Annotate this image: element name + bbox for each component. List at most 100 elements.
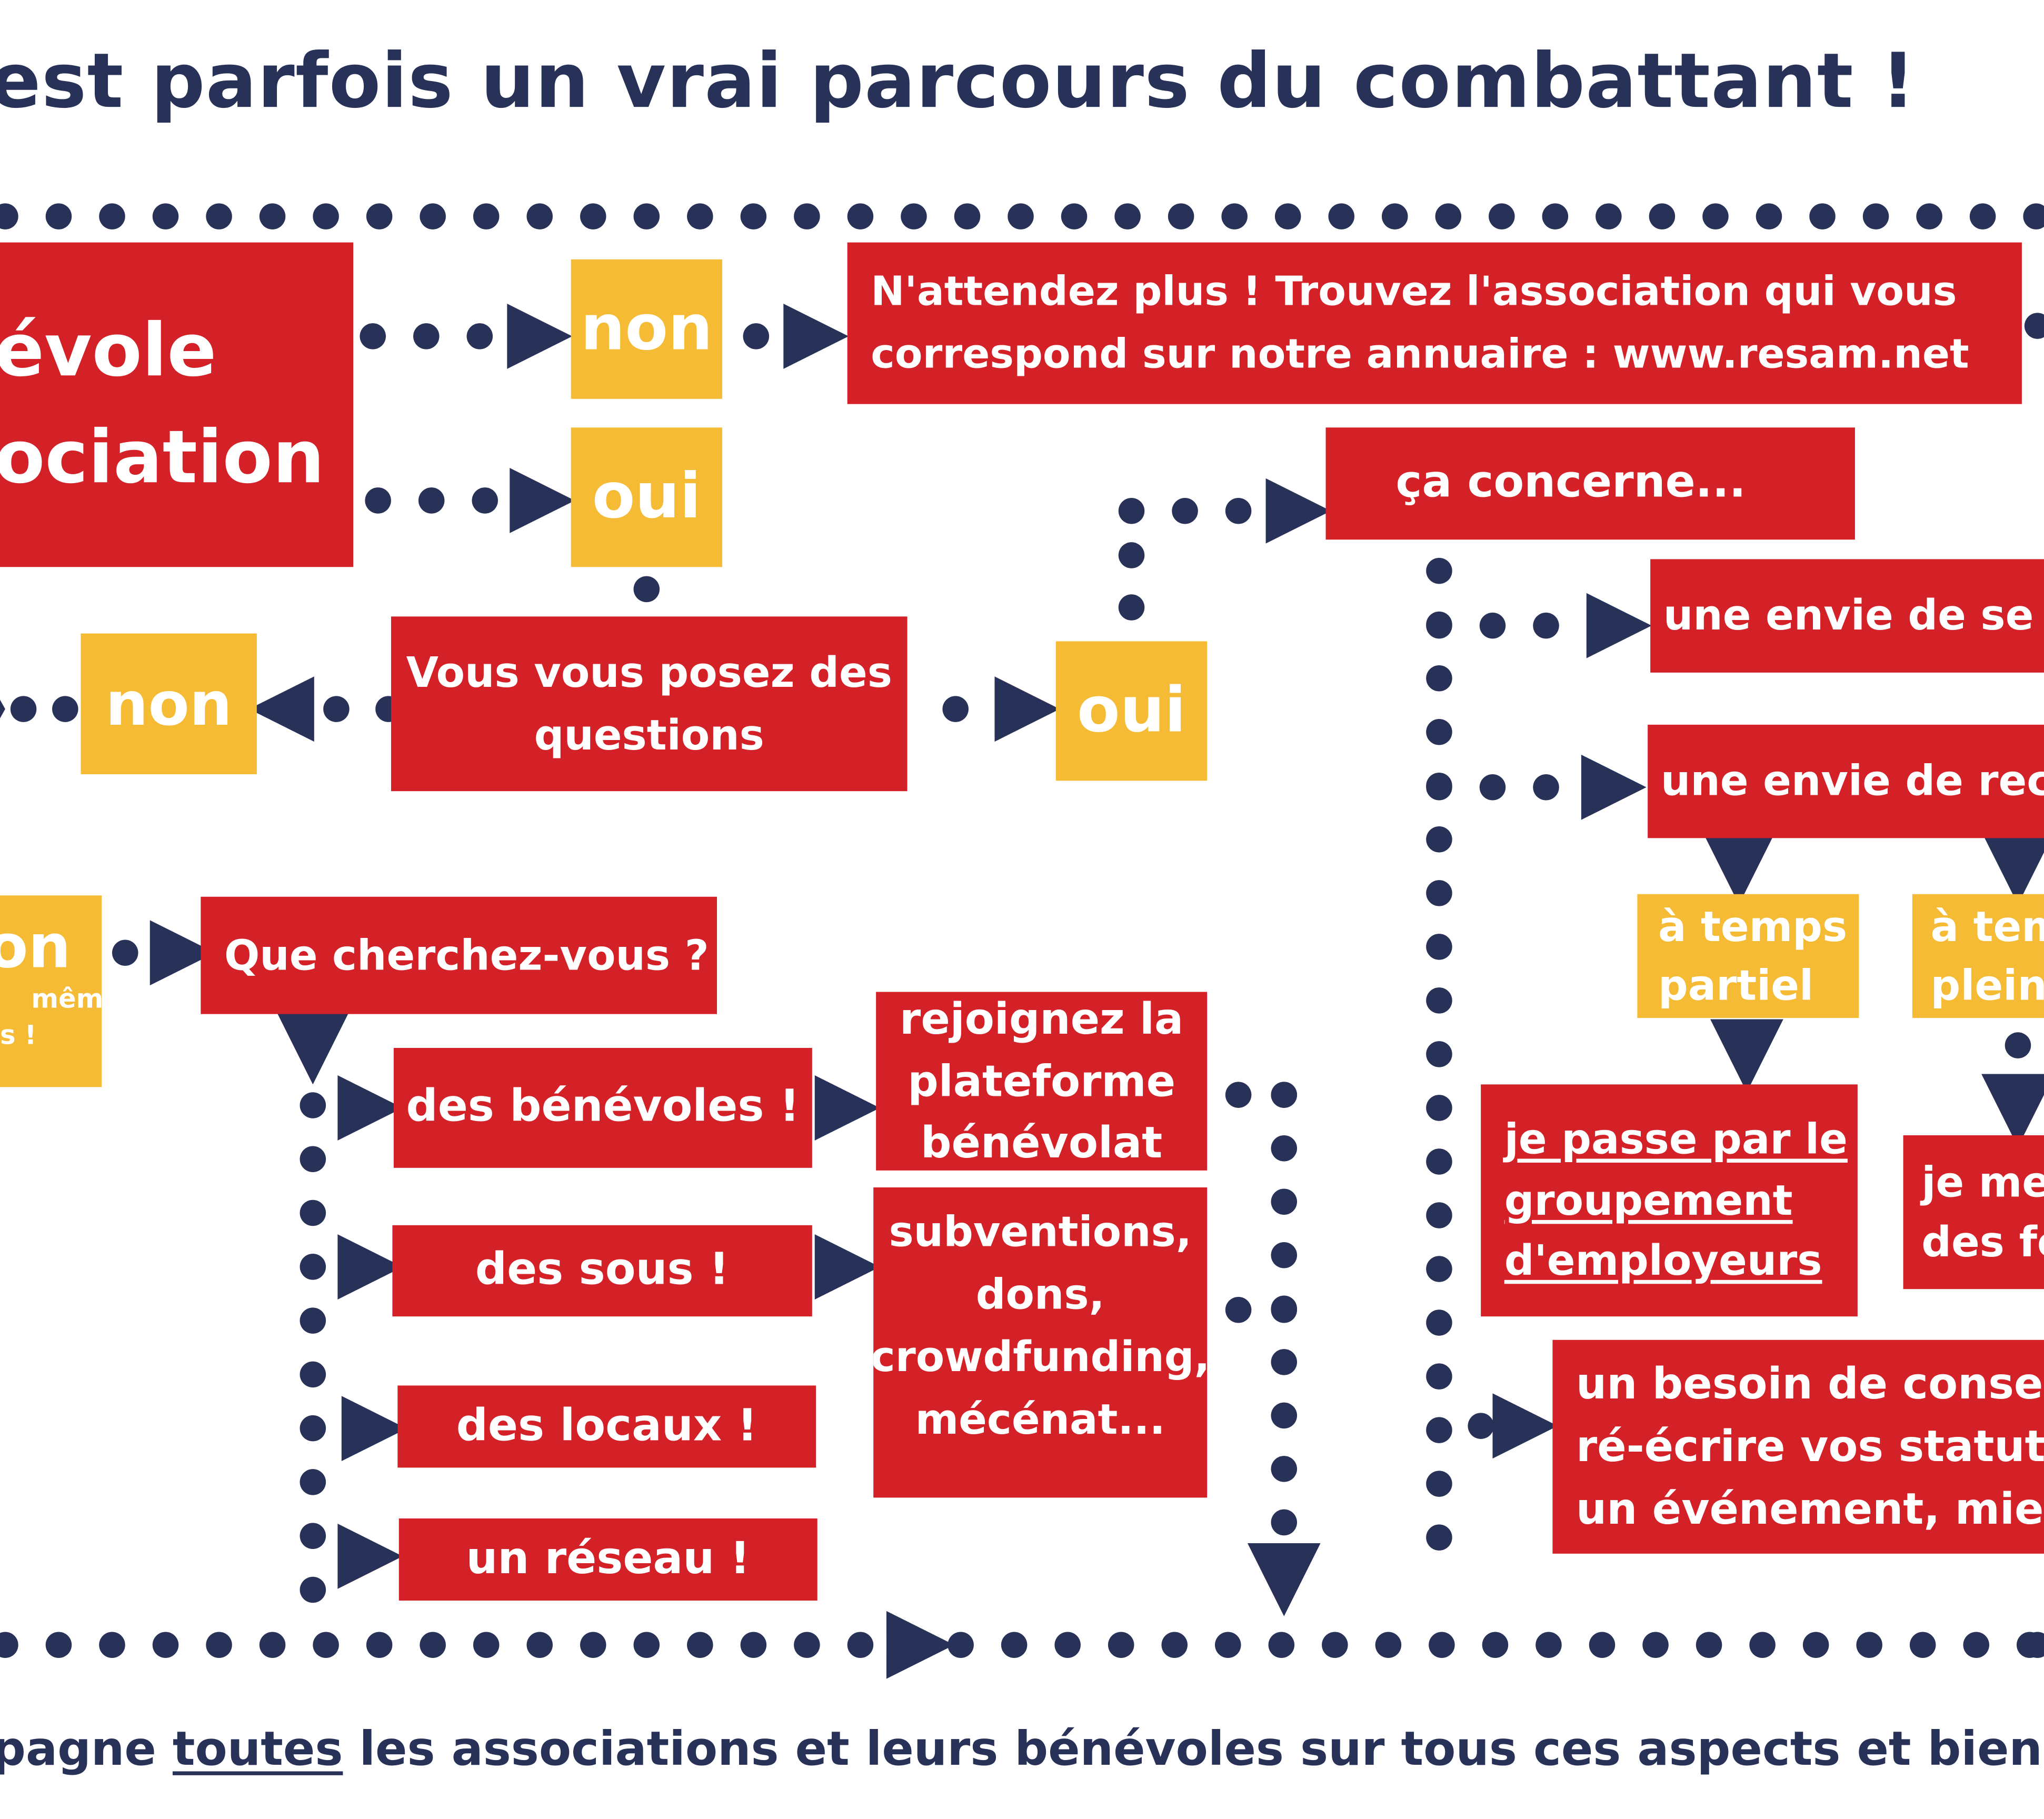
connector-dot bbox=[1533, 774, 1559, 801]
connector-dot bbox=[1479, 612, 1506, 639]
connector-dot bbox=[473, 203, 500, 229]
envie-box-2: une envie de rec bbox=[1648, 724, 2044, 838]
connector-dot bbox=[1856, 1632, 1882, 1658]
connector-dot bbox=[1589, 1632, 1616, 1658]
plateforme-box: rejoignez la plateforme bénévolat bbox=[876, 992, 1208, 1171]
connector-dot bbox=[847, 203, 874, 229]
connector-dot bbox=[313, 203, 339, 229]
connector-dot bbox=[1426, 880, 1452, 906]
connector-dot bbox=[1271, 1297, 1298, 1323]
connector-dot bbox=[1429, 1632, 1455, 1658]
connector-dot bbox=[954, 203, 981, 229]
connector-dot bbox=[1268, 1632, 1295, 1658]
connector-dot bbox=[1702, 203, 1729, 229]
connector-dot bbox=[1271, 1509, 1298, 1536]
connector-dot bbox=[1802, 1632, 1829, 1658]
connector-dot bbox=[300, 1523, 326, 1549]
connector-dot bbox=[1225, 1082, 1252, 1108]
connector-arrow bbox=[1586, 593, 1652, 658]
connector-dot bbox=[2023, 203, 2044, 229]
connector-dot bbox=[1274, 203, 1301, 229]
connector-dot bbox=[1749, 1632, 1776, 1658]
main-question-box: évole ociation bbox=[0, 242, 354, 567]
answer-non-mid: non bbox=[81, 633, 257, 774]
connector-arrow bbox=[0, 699, 5, 718]
connector-arrow bbox=[814, 1075, 880, 1141]
connector-dot bbox=[418, 487, 445, 514]
connector-dot bbox=[300, 1415, 326, 1442]
connector-dot bbox=[1225, 497, 1252, 524]
connector-dot bbox=[2024, 313, 2044, 339]
envie-box-1: une envie de se f bbox=[1650, 559, 2044, 673]
connector-dot bbox=[1649, 203, 1676, 229]
connector-dot bbox=[794, 1632, 820, 1658]
connector-dot bbox=[472, 487, 498, 514]
option-locaux: des locaux ! bbox=[397, 1385, 816, 1468]
connector-dot bbox=[1426, 718, 1452, 745]
connector-dot bbox=[300, 1146, 326, 1173]
connector-dot bbox=[1533, 612, 1559, 639]
connector-dot bbox=[45, 203, 72, 229]
connector-arrow bbox=[507, 304, 573, 369]
connector-dot bbox=[1426, 1471, 1452, 1497]
groupement-link-2[interactable]: groupement bbox=[1504, 1175, 1793, 1225]
main-question-line-1: évole bbox=[0, 309, 217, 394]
connector-dot bbox=[1008, 203, 1034, 229]
connector-dot bbox=[365, 487, 391, 514]
cherchez-box: Que cherchez-vous ? bbox=[201, 896, 717, 1014]
connector-dot bbox=[1381, 203, 1408, 229]
option-sous: des sous ! bbox=[392, 1225, 812, 1317]
answer-temps-plein: à tem plein bbox=[1912, 894, 2044, 1018]
connector-arrow bbox=[337, 1075, 403, 1141]
connector-dot bbox=[1271, 1402, 1298, 1429]
connector-arrow bbox=[994, 676, 1060, 742]
connector-dot bbox=[45, 1632, 72, 1658]
connector-dot bbox=[1168, 203, 1194, 229]
connector-dot bbox=[901, 203, 927, 229]
connector-dot bbox=[1963, 1632, 1989, 1658]
connector-arrow bbox=[1581, 754, 1647, 820]
connector-dot bbox=[1756, 203, 1782, 229]
connector-dot bbox=[1221, 203, 1248, 229]
connector-dot bbox=[633, 576, 660, 603]
answer-temps-partiel: à temps partiel bbox=[1637, 894, 1859, 1018]
connector-arrow bbox=[1981, 831, 2044, 905]
connector-dot bbox=[633, 1632, 660, 1658]
page-title: est parfois un vrai parcours du combatta… bbox=[0, 36, 1916, 125]
connector-dot bbox=[1271, 1082, 1298, 1108]
connector-dot bbox=[1426, 1041, 1452, 1067]
groupement-link-3[interactable]: d'employeurs bbox=[1504, 1236, 1822, 1286]
connector-dot bbox=[948, 1632, 974, 1658]
connector-arrow bbox=[337, 1523, 403, 1589]
connector-dot bbox=[526, 1632, 553, 1658]
connector-dot bbox=[1696, 1632, 1722, 1658]
connector-dot bbox=[1435, 203, 1462, 229]
connector-dot bbox=[1426, 665, 1452, 692]
connector-arrow bbox=[510, 468, 575, 533]
conseil-box: un besoin de conseil ré-écrire vos statu… bbox=[1552, 1340, 2044, 1554]
connector-dot bbox=[473, 1632, 500, 1658]
connector-dot bbox=[1426, 1256, 1452, 1282]
connector-dot bbox=[1271, 1349, 1298, 1375]
questions-box: Vous vous posez des questions bbox=[391, 616, 908, 792]
answer-oui-top: oui bbox=[571, 427, 722, 567]
groupement-link[interactable]: je passe par le bbox=[1504, 1115, 1848, 1165]
answer-non-left: on même s ! bbox=[0, 895, 102, 1087]
connector-dot bbox=[1916, 203, 1942, 229]
connector-dot bbox=[99, 203, 125, 229]
connector-dot bbox=[1118, 542, 1145, 568]
connector-dot bbox=[1426, 1095, 1452, 1121]
connector-dot bbox=[2024, 1632, 2044, 1658]
connector-dot bbox=[366, 1632, 393, 1658]
connector-dot bbox=[1271, 1242, 1298, 1268]
connector-dot bbox=[112, 940, 138, 966]
connector-dot bbox=[580, 1632, 606, 1658]
connector-arrow bbox=[1710, 1019, 1783, 1093]
connector-dot bbox=[300, 1361, 326, 1388]
connector-dot bbox=[152, 1632, 179, 1658]
answer-oui-mid: oui bbox=[1055, 641, 1208, 781]
connector-dot bbox=[580, 203, 606, 229]
connector-dot bbox=[1375, 1632, 1402, 1658]
